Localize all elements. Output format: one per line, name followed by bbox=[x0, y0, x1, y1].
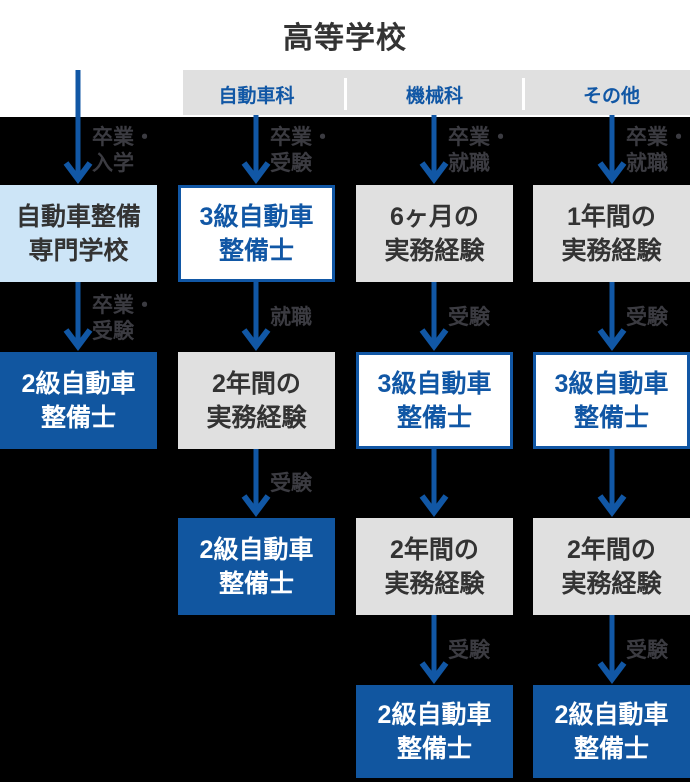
node-2year-experience: 2年間の 実務経験 bbox=[178, 352, 335, 449]
node-grade3-mechanic: 3級自動車 整備士 bbox=[178, 185, 335, 282]
edge-label-exam: 受験 bbox=[448, 639, 490, 662]
page-title: 高等学校 bbox=[283, 22, 407, 55]
edge-label-exam: 受験 bbox=[626, 306, 668, 329]
node-grade3-mechanic: 3級自動車 整備士 bbox=[356, 352, 513, 449]
edge-label-exam: 受験 bbox=[626, 639, 668, 662]
down-arrow-icon bbox=[419, 115, 449, 184]
branch-band bbox=[183, 70, 690, 115]
branch-label-machinery-course: 機械科 bbox=[405, 86, 463, 107]
branch-divider bbox=[344, 78, 347, 110]
down-arrow-icon bbox=[419, 448, 449, 517]
down-arrow-icon bbox=[597, 282, 627, 351]
node-2year-experience: 2年間の 実務経験 bbox=[533, 518, 690, 615]
node-grade2-mechanic: 2級自動車 整備士 bbox=[178, 518, 335, 615]
edge-label-graduate-enroll: 卒業・ 入学 bbox=[92, 126, 155, 175]
branch-label-other: その他 bbox=[582, 86, 640, 107]
down-arrow-icon bbox=[419, 615, 449, 684]
down-arrow-icon bbox=[597, 115, 627, 184]
edge-label-graduate-exam: 卒業・ 受験 bbox=[270, 126, 333, 175]
node-grade2-mechanic: 2級自動車 整備士 bbox=[356, 685, 513, 778]
branch-label-automotive-course: 自動車科 bbox=[218, 86, 295, 107]
down-arrow-icon bbox=[419, 282, 449, 351]
node-grade3-mechanic: 3級自動車 整備士 bbox=[533, 352, 690, 449]
node-6month-experience: 6ヶ月の 実務経験 bbox=[356, 185, 513, 282]
down-arrow-icon bbox=[241, 115, 271, 184]
node-vocational-school: 自動車整備 専門学校 bbox=[0, 185, 157, 282]
edge-label-employment: 就職 bbox=[270, 306, 312, 329]
down-arrow-icon bbox=[63, 70, 93, 184]
down-arrow-icon bbox=[241, 448, 271, 517]
node-2year-experience: 2年間の 実務経験 bbox=[356, 518, 513, 615]
node-grade2-mechanic: 2級自動車 整備士 bbox=[0, 352, 157, 449]
node-grade2-mechanic: 2級自動車 整備士 bbox=[533, 685, 690, 778]
edge-label-exam: 受験 bbox=[448, 306, 490, 329]
down-arrow-icon bbox=[597, 615, 627, 684]
edge-label-graduate-exam: 卒業・ 受験 bbox=[92, 294, 155, 343]
edge-label-graduate-employment: 卒業・ 就職 bbox=[626, 126, 689, 175]
edge-label-graduate-employment: 卒業・ 就職 bbox=[448, 126, 511, 175]
branch-divider bbox=[522, 78, 525, 110]
down-arrow-icon bbox=[63, 282, 93, 351]
node-1year-experience: 1年間の 実務経験 bbox=[533, 185, 690, 282]
edge-label-exam: 受験 bbox=[270, 472, 312, 495]
down-arrow-icon bbox=[241, 282, 271, 351]
down-arrow-icon bbox=[597, 448, 627, 517]
